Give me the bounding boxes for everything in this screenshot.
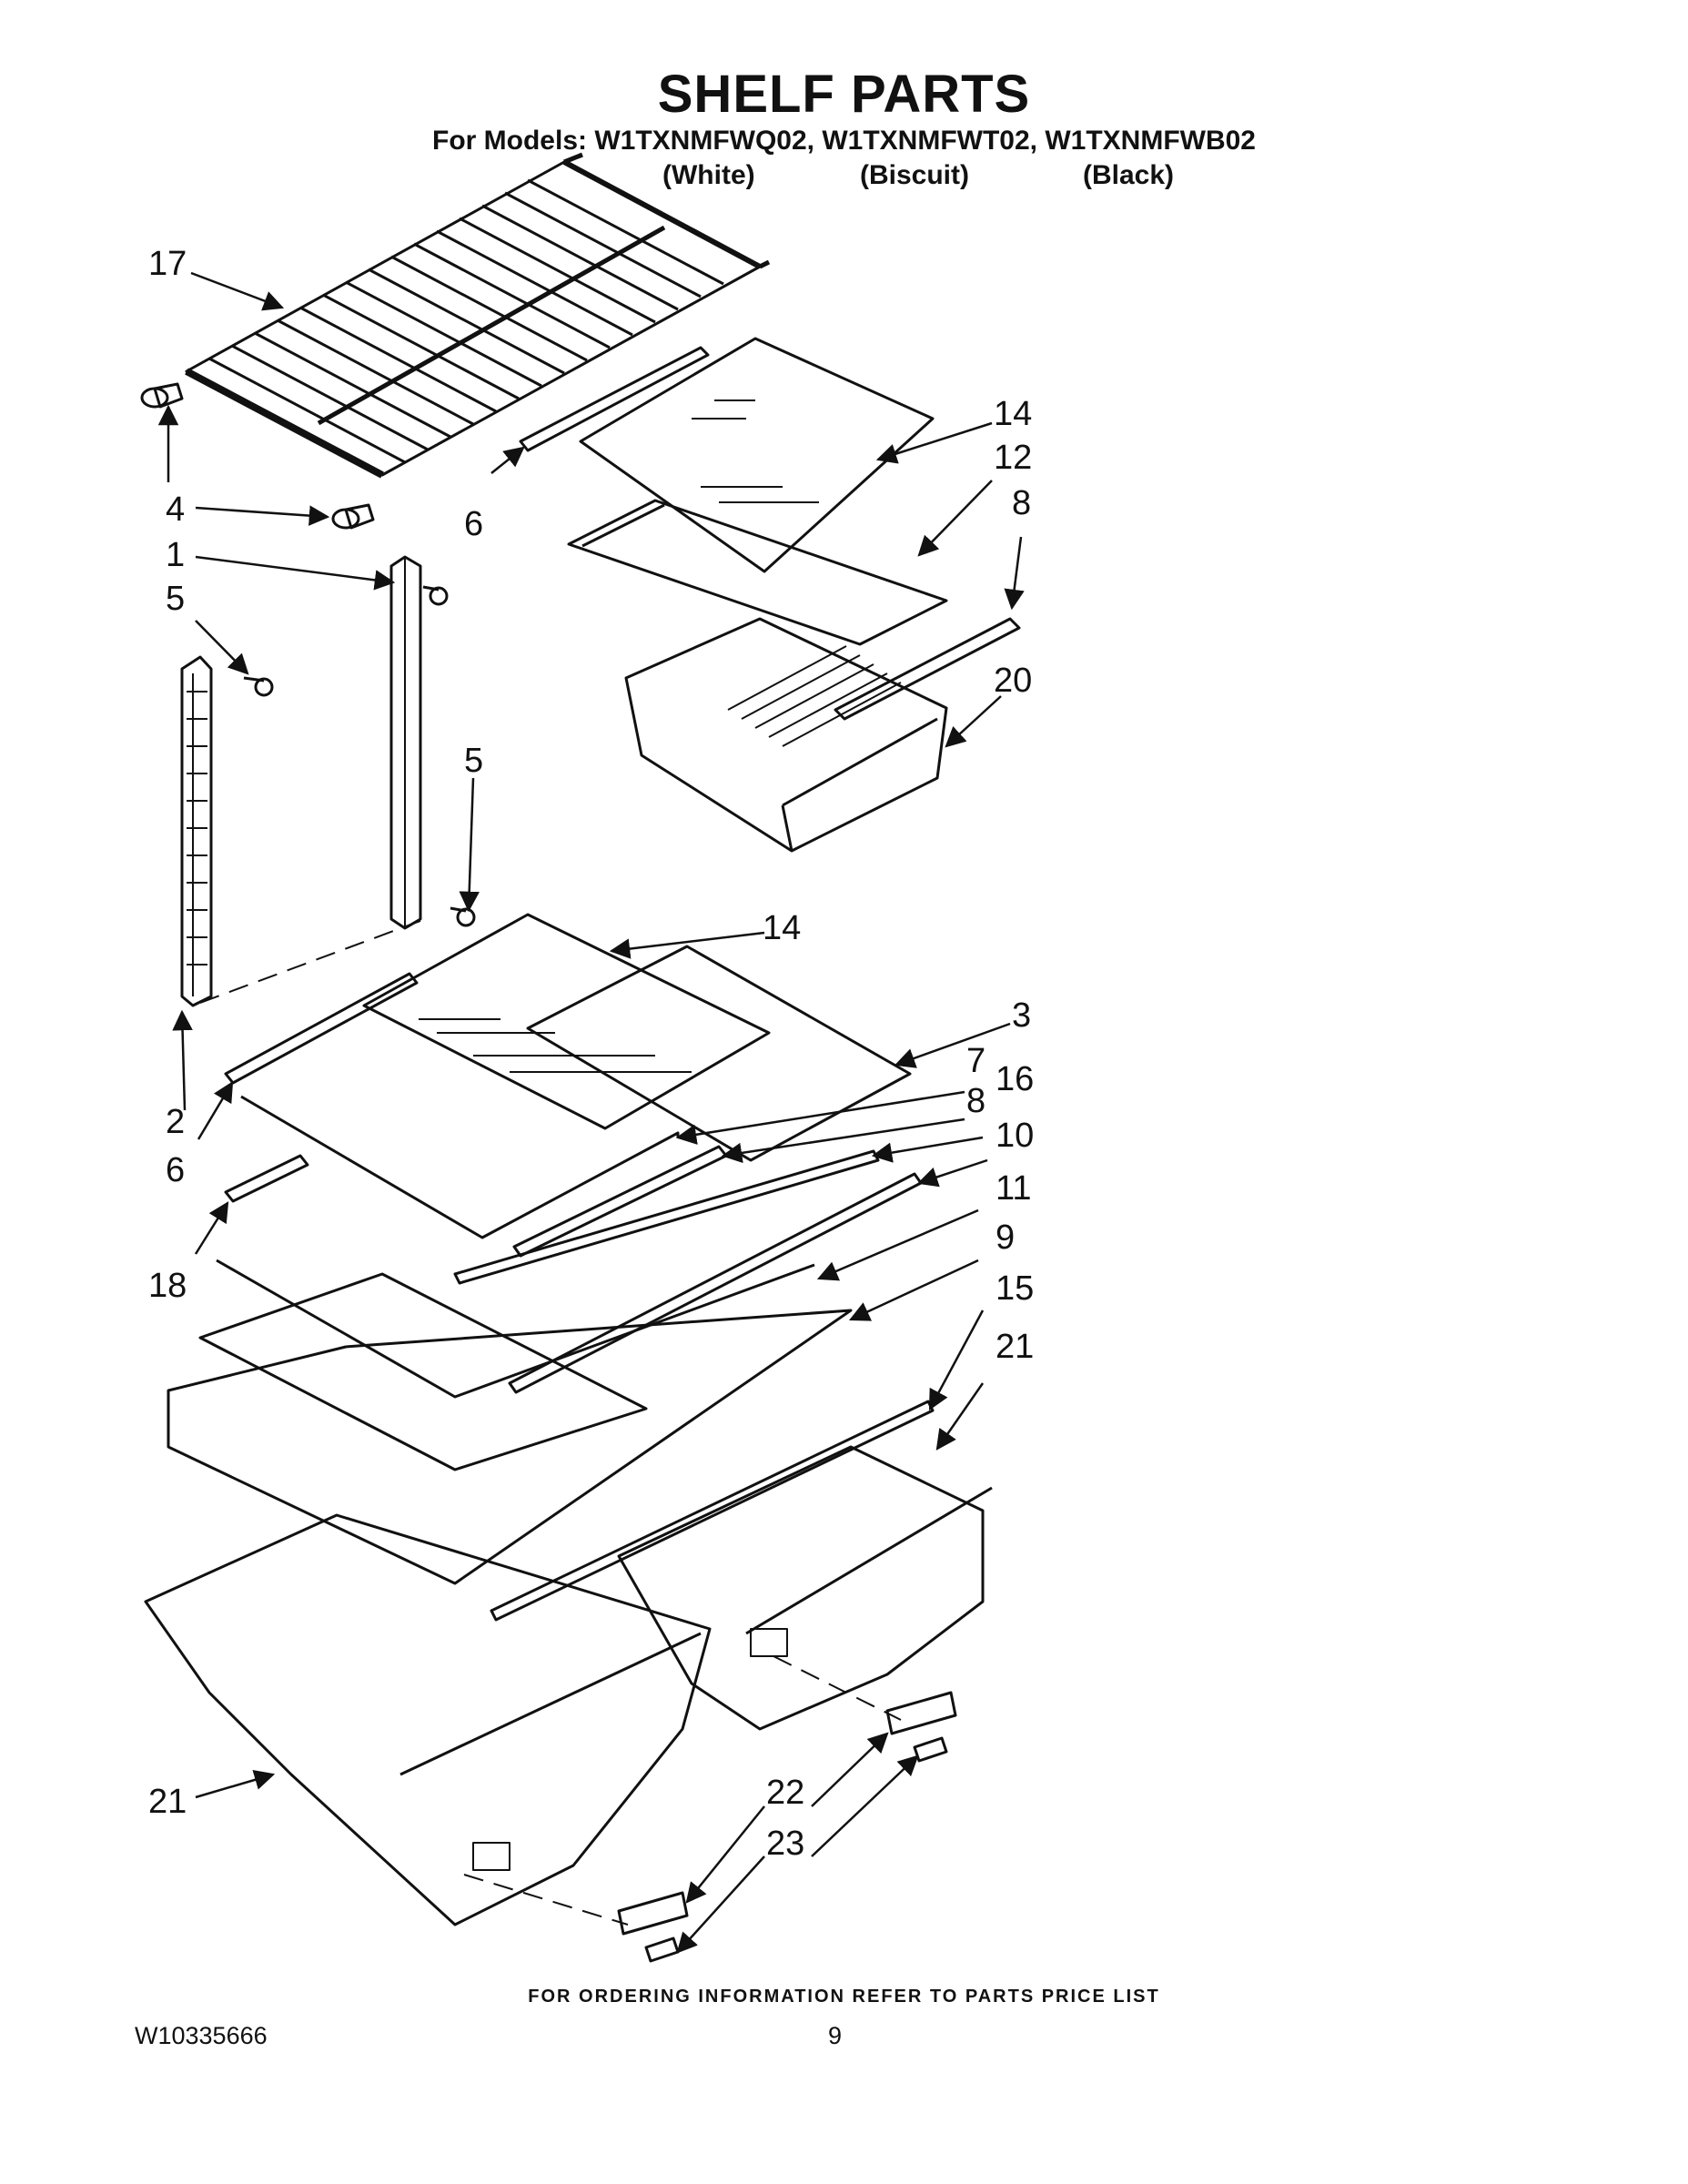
callout-label: 6 (464, 505, 483, 543)
callout-label: 15 (996, 1269, 1034, 1308)
page-title: SHELF PARTS (657, 65, 1031, 124)
glass-shelf-9 (198, 1272, 648, 1471)
vertical-rail-left (180, 655, 213, 1007)
callout-label: 9 (996, 1218, 1015, 1257)
drawer-stop-left (617, 1891, 689, 1963)
callout-label: 21 (148, 1783, 187, 1821)
trim-6-lower (224, 972, 419, 1085)
drawer-stop-right (885, 1691, 957, 1763)
callout-label: 5 (166, 580, 185, 618)
callout-label: 7 (966, 1042, 986, 1080)
callout-label: 4 (166, 490, 185, 529)
models-line: For Models: W1TXNMFWQ02, W1TXNMFWT02, W1… (432, 126, 1256, 156)
callout-label: 23 (766, 1825, 804, 1863)
callout-label: 14 (994, 395, 1032, 433)
callout-label: 14 (763, 909, 801, 947)
glass-shelf-main (362, 913, 771, 1130)
callout-label: 20 (994, 662, 1032, 700)
callout-label: 17 (148, 245, 187, 283)
crisper-drawer-left (144, 1513, 712, 1926)
screw-set (243, 585, 476, 927)
callout-label: 8 (1012, 484, 1031, 522)
glass-shelf-upper (579, 337, 935, 573)
variant-biscuit: (Biscuit) (860, 160, 969, 190)
callout-label: 5 (464, 742, 483, 780)
trim-upper (519, 346, 710, 452)
callout-label: 12 (994, 439, 1032, 477)
shelf-frame-11 (216, 1259, 815, 1399)
shelf-frame-7 (240, 1095, 680, 1239)
cover-15 (167, 1309, 853, 1585)
shelf-support-right (331, 503, 375, 530)
wire-shelf (185, 152, 771, 479)
ordering-note: FOR ORDERING INFORMATION REFER TO PARTS … (528, 1987, 1160, 2007)
document-number: W10335666 (135, 2022, 268, 2049)
page-number: 9 (828, 2022, 843, 2049)
variant-black: (Black) (1083, 160, 1175, 190)
callout-label: 22 (766, 1774, 804, 1812)
callout-label: 8 (966, 1082, 986, 1120)
callout-label: 2 (166, 1103, 185, 1141)
leader-lines (157, 271, 1025, 1954)
shelf-cover-3 (526, 945, 912, 1162)
callout-label: 6 (166, 1151, 185, 1189)
callout-label: 11 (996, 1169, 1031, 1208)
crisper-drawer-right (617, 1445, 993, 1731)
variant-white: (White) (662, 160, 755, 190)
shelf-support-left (140, 382, 184, 409)
callout-label: 21 (996, 1328, 1034, 1366)
trim-18 (224, 1154, 309, 1203)
callout-label: 3 (1012, 996, 1031, 1035)
callout-label: 18 (148, 1267, 187, 1305)
crisper-drawer-small (624, 617, 948, 853)
callout-label: 10 (996, 1117, 1034, 1155)
vertical-rail-right (389, 555, 422, 930)
shelf-frame-upper (567, 499, 948, 646)
callout-label: 1 (166, 536, 185, 574)
callout-label: 16 (996, 1060, 1034, 1098)
trim-15 (490, 1400, 935, 1622)
trim-front-upper (834, 617, 1021, 721)
